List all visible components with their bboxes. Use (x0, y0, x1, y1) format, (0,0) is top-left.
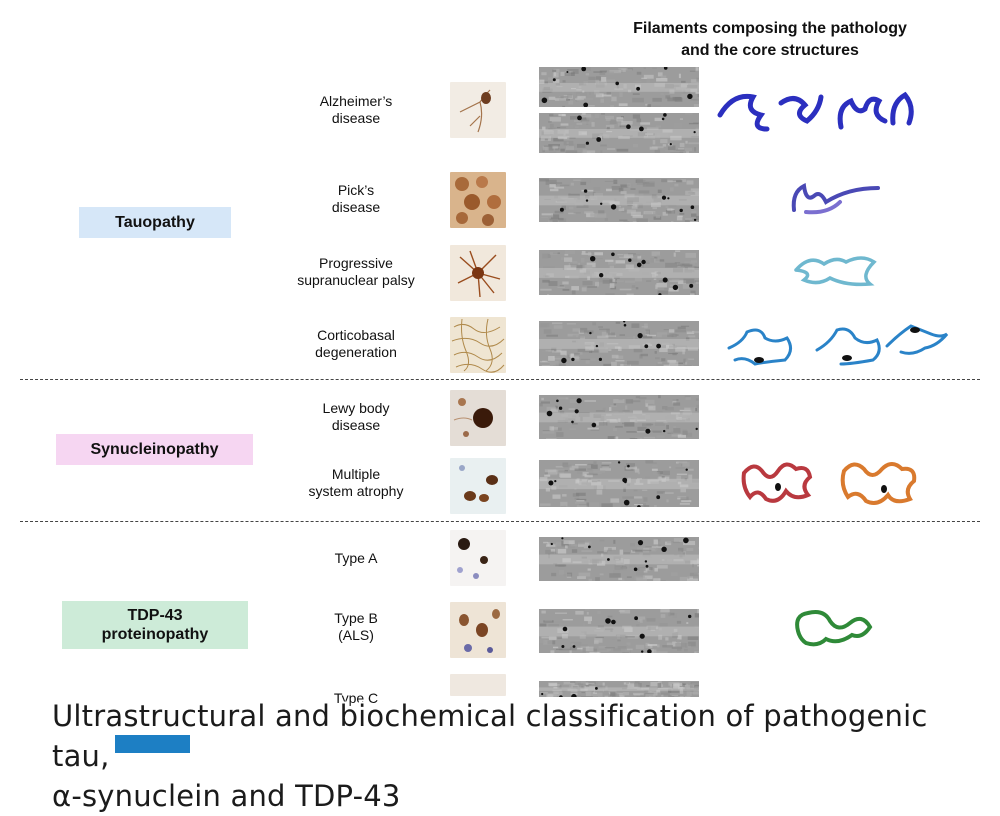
category-tdp43-proteinopathy: TDP-43 proteinopathy (62, 601, 248, 649)
micrograph-type-c (450, 674, 506, 696)
category-label-line-1: TDP-43 (127, 606, 182, 625)
micrograph-alzheimers (450, 82, 506, 138)
micrograph-psp (450, 245, 506, 301)
disease-line-2: (ALS) (256, 627, 456, 644)
caption-line-1: Ultrastructural and biochemical classifi… (52, 696, 992, 776)
disease-line-2: supranuclear palsy (256, 272, 456, 289)
micrograph-type-b (450, 602, 506, 658)
disease-label-type-a: Type A (256, 550, 456, 567)
disease-line-1: Corticobasal (256, 327, 456, 344)
disease-line-1: Lewy body (256, 400, 456, 417)
em-lewy-body (539, 395, 699, 439)
core-structure-cbd (725, 320, 950, 370)
micrograph-picks (450, 172, 506, 228)
micrograph-cbd (450, 317, 506, 373)
micrograph-type-a (450, 530, 506, 586)
disease-line-1: Type A (256, 550, 456, 567)
disease-line-2: degeneration (256, 344, 456, 361)
caption-line-2: α-synuclein and TDP-43 (52, 776, 992, 816)
em-type-b (539, 609, 699, 653)
structures-column-header: Filaments composing the pathology and th… (560, 18, 980, 62)
em-alzheimers-1 (539, 67, 699, 107)
category-synucleinopathy: Synucleinopathy (56, 434, 253, 465)
category-tauopathy: Tauopathy (79, 207, 231, 238)
core-structure-psp (790, 250, 880, 290)
core-structure-picks (788, 180, 884, 218)
figure-caption: Ultrastructural and biochemical classifi… (52, 696, 992, 816)
category-label-line-2: proteinopathy (102, 625, 209, 644)
header-line-2: and the core structures (560, 40, 980, 62)
em-picks (539, 178, 699, 222)
disease-line-2: disease (256, 199, 456, 216)
em-type-a (539, 537, 699, 581)
core-structure-msa (738, 455, 923, 511)
core-structure-alzheimers (715, 85, 925, 135)
core-structure-tdp43 (790, 605, 880, 650)
disease-label-type-b: Type B(ALS) (256, 610, 456, 644)
category-label: Synucleinopathy (90, 440, 218, 459)
disease-line-2: disease (256, 110, 456, 127)
micrograph-lewy-body (450, 390, 506, 446)
header-line-1: Filaments composing the pathology (560, 18, 980, 40)
divider-tau-syn (20, 379, 980, 380)
category-label: Tauopathy (115, 213, 195, 232)
disease-line-1: Alzheimer’s (256, 93, 456, 110)
em-alzheimers-2 (539, 113, 699, 153)
disease-line-2: system atrophy (256, 483, 456, 500)
em-msa (539, 460, 699, 507)
disease-line-2: disease (256, 417, 456, 434)
disease-line-1: Pick’s (256, 182, 456, 199)
micrograph-msa (450, 458, 506, 514)
divider-syn-tdp (20, 521, 980, 522)
em-psp (539, 250, 699, 295)
em-cbd (539, 321, 699, 366)
em-type-c (539, 681, 699, 697)
disease-line-1: Type B (256, 610, 456, 627)
disease-line-1: Progressive (256, 255, 456, 272)
disease-line-1: Multiple (256, 466, 456, 483)
